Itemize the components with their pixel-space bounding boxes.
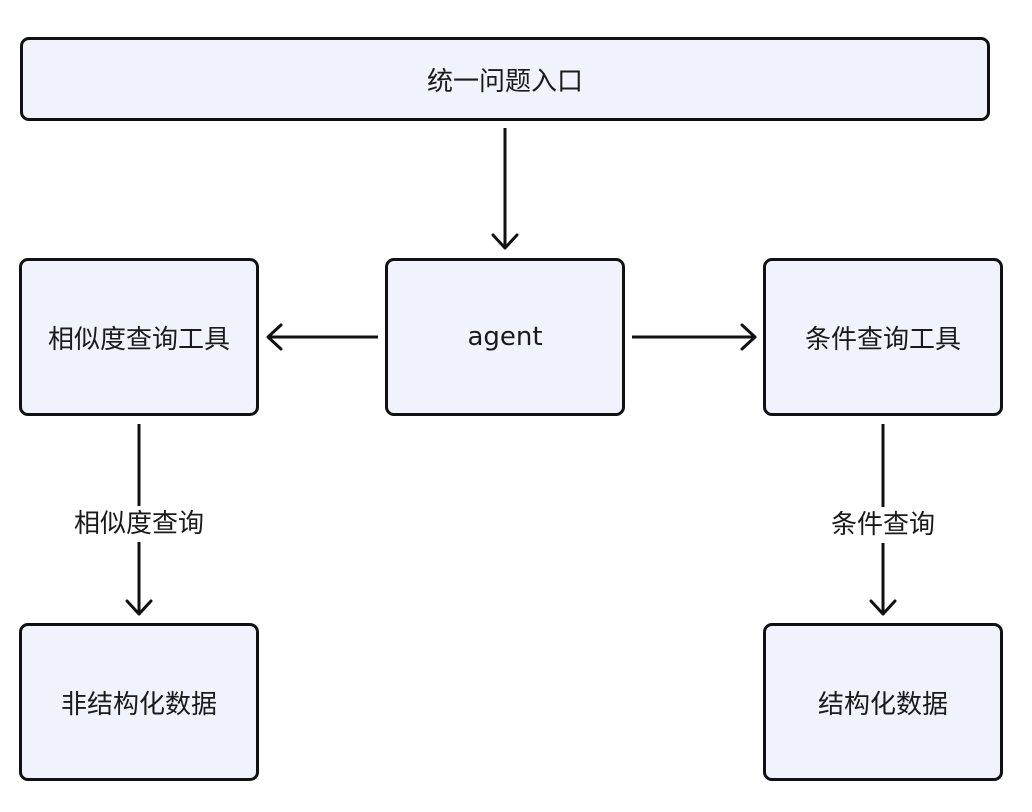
edge-label-condition-query: 条件查询 xyxy=(824,507,942,543)
node-similarity-query-tool: 相似度查询工具 xyxy=(19,258,259,416)
node-label: 统一问题入口 xyxy=(426,66,583,97)
node-structured-data: 结构化数据 xyxy=(763,623,1003,781)
node-label: 相似度查询工具 xyxy=(47,324,230,355)
node-condition-query-tool: 条件查询工具 xyxy=(763,258,1003,416)
edge-entry-to-agent xyxy=(491,128,519,250)
node-unstructured-data: 非结构化数据 xyxy=(19,623,259,781)
edge-agent-to-condition-tool xyxy=(632,323,757,351)
node-label: 非结构化数据 xyxy=(60,689,217,720)
edge-label-similarity-query: 相似度查询 xyxy=(67,506,211,542)
arrowhead-left-icon xyxy=(266,323,283,351)
arrowhead-down-icon xyxy=(125,599,153,616)
arrowhead-down-icon xyxy=(491,233,519,250)
node-label: 条件查询工具 xyxy=(804,324,961,355)
arrowhead-right-icon xyxy=(740,323,757,351)
node-label: agent xyxy=(467,322,543,352)
node-unified-entry: 统一问题入口 xyxy=(20,37,990,121)
node-label: 结构化数据 xyxy=(817,689,948,720)
arrowhead-down-icon xyxy=(869,599,897,616)
node-agent: agent xyxy=(385,258,625,416)
edge-agent-to-similarity-tool xyxy=(266,323,378,351)
